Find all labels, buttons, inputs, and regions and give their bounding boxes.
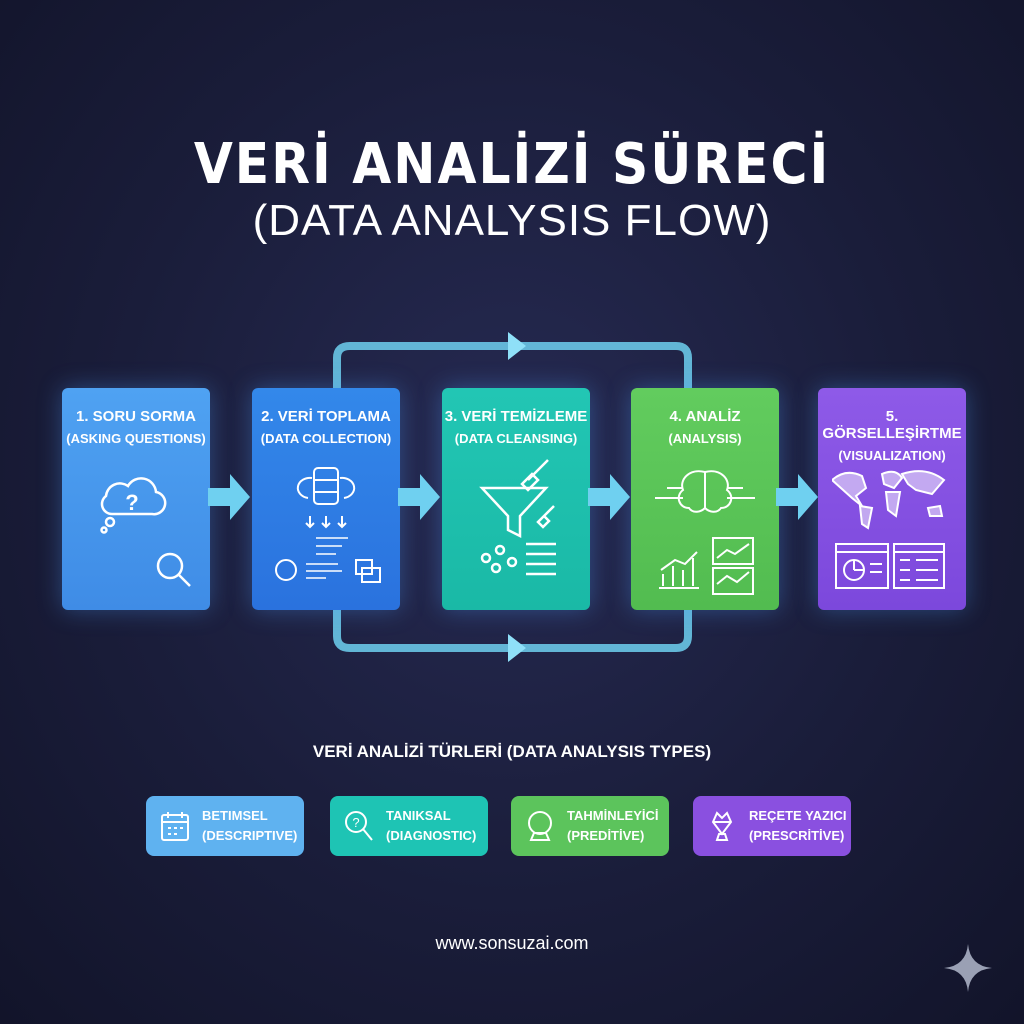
database-icon xyxy=(275,467,381,583)
question-magnifier-icon: ? xyxy=(345,811,373,841)
crystal-icon xyxy=(711,811,733,841)
step-subtitle: (DATA CLEANSING) xyxy=(454,431,578,446)
step-card-3: 3. VERİ TEMİZLEME (DATA CLEANSING) xyxy=(442,388,590,610)
svg-text:?: ? xyxy=(352,815,359,830)
flow-arrow-4-5 xyxy=(776,474,818,520)
step-card-1: 1. SORU SORMA (ASKING QUESTIONS) ? xyxy=(62,388,210,610)
type-english: (DIAGNOSTIC) xyxy=(386,828,477,843)
question-cloud-magnifier-icon: ? xyxy=(100,477,191,587)
step-title: 1. SORU SORMA xyxy=(75,408,196,425)
step-subtitle: (ASKING QUESTIONS) xyxy=(66,431,206,446)
page-title: VERİ ANALİZİ SÜRECİ xyxy=(193,132,831,197)
top-loop-arrowhead xyxy=(508,332,526,360)
step-title: 4. ANALİZ xyxy=(669,408,741,425)
type-prescriptive: REÇETE YAZICI (PRESCRİTİVE) xyxy=(693,796,851,856)
sparkle-icon xyxy=(944,944,992,992)
calendar-icon xyxy=(161,812,189,841)
type-english: (PREDİTİVE) xyxy=(567,828,645,843)
type-english: (PRESCRİTİVE) xyxy=(749,828,845,843)
step-card-4: 4. ANALİZ (ANALYSIS) xyxy=(631,388,779,610)
type-diagnostic: ? TANIKSAL (DIAGNOSTIC) xyxy=(330,796,488,856)
funnel-brush-icon xyxy=(479,459,556,576)
flow-arrow-3-4 xyxy=(588,474,630,520)
type-descriptive: BETIMSEL (DESCRIPTIVE) xyxy=(146,796,304,856)
step-subtitle: (VISUALIZATION) xyxy=(838,448,946,463)
svg-text:?: ? xyxy=(125,490,138,515)
step-title: 5. GÖRSELLEŞİRTME xyxy=(822,408,962,442)
type-name: TANIKSAL xyxy=(386,808,451,823)
type-name: BETIMSEL xyxy=(202,808,268,823)
crystal-ball-icon xyxy=(528,811,552,841)
type-predictive: TAHMİNLEYİCİ (PREDİTİVE) xyxy=(511,796,669,856)
page-subtitle: (DATA ANALYSIS FLOW) xyxy=(252,196,772,245)
flow-arrow-1-2 xyxy=(208,474,250,520)
world-map-dashboard-icon xyxy=(832,470,946,589)
step-title: 3. VERİ TEMİZLEME xyxy=(444,408,588,425)
type-name: REÇETE YAZICI xyxy=(749,808,847,823)
step-title: 2. VERİ TOPLAMA xyxy=(261,408,391,425)
step-card-5: 5. GÖRSELLEŞİRTME (VISUALIZATION) xyxy=(818,388,966,610)
footer-url: www.sonsuzai.com xyxy=(435,933,589,953)
type-name: TAHMİNLEYİCİ xyxy=(567,808,659,823)
brain-chart-icon xyxy=(655,470,755,595)
step-subtitle: (DATA COLLECTION) xyxy=(260,431,392,446)
types-heading: VERİ ANALİZİ TÜRLERİ (DATA ANALYSIS TYPE… xyxy=(312,742,712,761)
step-subtitle: (ANALYSIS) xyxy=(668,431,742,446)
flow-arrow-2-3 xyxy=(398,474,440,520)
type-english: (DESCRIPTIVE) xyxy=(202,828,298,843)
step-card-2: 2. VERİ TOPLAMA (DATA COLLECTION) xyxy=(252,388,400,610)
bottom-loop-arrowhead xyxy=(508,634,526,662)
